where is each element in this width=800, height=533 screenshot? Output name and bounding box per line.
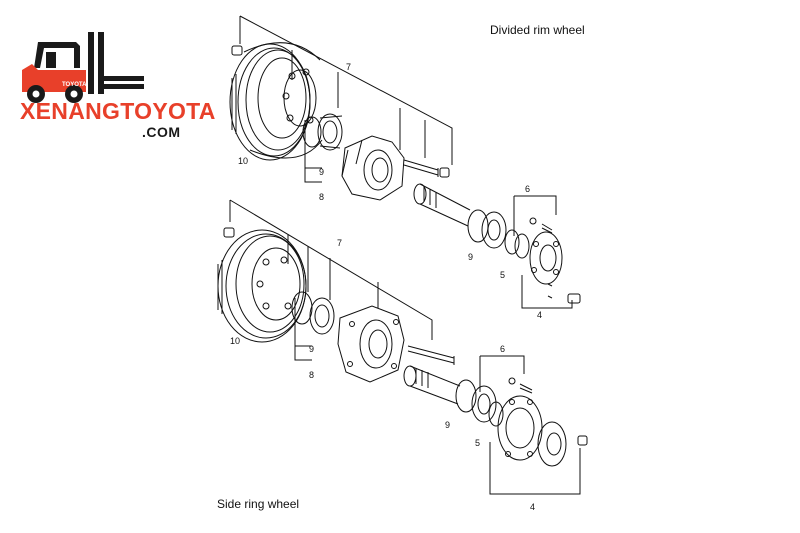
forklift-logo: TOYOTA [16,32,144,103]
side-ring-flange-4-bottom [497,395,567,467]
callout-7-top: 7 [346,62,351,72]
brake-drum-top [229,42,323,161]
nut-bottom-left [223,227,235,238]
callout-9-bottom: 9 [309,344,314,354]
hub-carrier-top [341,135,405,201]
callout-4-top: 4 [537,310,542,320]
callout-bracket-9-8-top [304,120,322,183]
seal-5-top [504,229,530,259]
callout-7-bottom: 7 [337,238,342,248]
callout-10-bottom: 10 [230,336,240,346]
side-ring-assembly [217,199,588,495]
callout-bracket-9-8-bottom [294,298,312,361]
hub-bolt-bottom [407,345,455,365]
callout-6-top: 6 [525,184,530,194]
callout-bracket-6-top [513,195,557,236]
divided-rim-assembly [229,15,581,309]
callout-9b-top: 9 [468,252,473,262]
nut-top-left [231,45,243,56]
callout-bracket-6-bottom [479,355,525,392]
hub-carrier-bottom [337,305,405,383]
divided-rim-wheel-title: Divided rim wheel [490,23,585,37]
forklift-icon [16,32,144,103]
callout-bracket-4-bottom [489,442,581,495]
brake-drum-bottom [217,229,307,343]
callout-5-top: 5 [500,270,505,280]
callout-4-bottom: 4 [530,502,535,512]
axle-shaft-bottom [403,365,461,405]
callout-8-bottom: 8 [309,370,314,380]
bearing-9-top [302,113,343,151]
logo-badge-text: TOYOTA [62,82,87,88]
axle-shaft-top [413,183,471,227]
callout-6-bottom: 6 [500,344,505,354]
callout-bracket-4-top [521,275,573,309]
bearing-9b-top [467,209,507,249]
bearing-9b-bottom [455,379,497,423]
seal-5-bottom [488,401,504,427]
callout-bracket-7-top [239,15,453,165]
side-ring-wheel-title: Side ring wheel [217,497,300,511]
callout-5-bottom: 5 [475,438,480,448]
callout-9b-bottom: 9 [445,420,450,430]
bolt-washer-6-bottom [508,377,588,446]
nut-top-right [439,167,450,178]
bolt-washer-6-top [529,217,581,304]
callout-10-top: 10 [238,156,248,166]
bearing-9-bottom [291,291,335,335]
callout-8-top: 8 [319,192,324,202]
hub-flange-4-top [529,231,563,285]
callout-9-top: 9 [319,167,324,177]
hub-bolt-top [403,159,439,177]
brand-name: XENANGTOYOTA [20,98,216,124]
brand-domain: .COM [142,124,181,140]
callout-bracket-7-bottom [229,199,433,340]
